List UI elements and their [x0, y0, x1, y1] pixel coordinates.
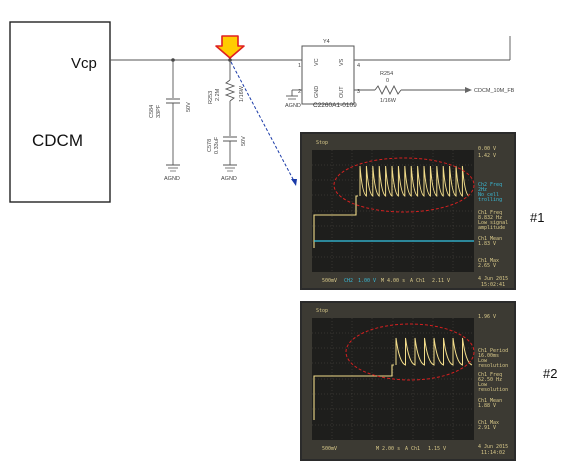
y4-ref: Y4	[323, 39, 330, 45]
scope2-readout-3: resolution	[478, 363, 508, 369]
scope1-state: Stop	[316, 140, 328, 146]
gnd-label-1: AGND	[164, 176, 180, 182]
scope1-highlight-ellipse	[333, 157, 475, 213]
y4-pin-gnd: GND	[314, 86, 320, 98]
scope2-readout-1: 16.00ms	[478, 353, 499, 359]
scope1-time: 15:02:41	[481, 282, 505, 288]
scope2-readout-11: 2.91 V	[478, 425, 496, 431]
y4-pin-3: 3	[357, 89, 360, 95]
scope2-readout-10: Ch1 Max	[478, 420, 499, 426]
scope1-top-right-2: 1.42 V	[478, 153, 496, 159]
scope1-bottom-5: Ch1	[416, 278, 425, 284]
c578-voltage: 50V	[241, 136, 247, 146]
scope1-readout-0: Ch2 Freq	[478, 182, 502, 188]
scope2-state: Stop	[316, 308, 328, 314]
scope2-label: #2	[543, 366, 557, 381]
y4-pin-vc: VC	[314, 58, 320, 66]
scope1-readout-3: trolling	[478, 197, 502, 203]
scope1-date: 4 Jun 2015	[478, 276, 508, 282]
scope2-time: 11:14:02	[481, 450, 505, 456]
y4-pin-4: 4	[357, 63, 360, 69]
scope2-readout-9: 1.88 V	[478, 403, 496, 409]
c578-value: 0.33uF	[214, 136, 220, 154]
scope2-top-right-1: 1.96 V	[478, 314, 496, 320]
scope1-top-right-1: 0.00 V	[478, 146, 496, 152]
r253-power: 1/16W	[239, 85, 245, 102]
gnd-label-3: AGND	[285, 103, 301, 109]
cdcm-block	[9, 21, 111, 203]
y4-part: C2260A1-0109	[313, 102, 357, 109]
scope-screenshot-2: Stop 1.96 V Ch1 Period 16.00ms Low resol…	[300, 301, 516, 461]
scope2-date: 4 Jun 2015	[478, 444, 508, 450]
scope2-readout-7: resolution	[478, 387, 508, 393]
r254-ref: R254	[380, 71, 393, 77]
scope1-label: #1	[530, 210, 544, 225]
scope2-readout-5: 62.50 Hz	[478, 377, 502, 383]
scope-screenshot-1: Stop 0.00 V 1.42 V Ch2 Freq 2Hz No cell …	[300, 132, 516, 290]
scope1-readout-11: 2.65 V	[478, 263, 496, 269]
scope1-readout-8: Ch1 Mean	[478, 236, 502, 242]
r254-value: 0	[386, 78, 389, 84]
scope1-bottom-4: A	[410, 278, 413, 284]
scope1-ch1-trace	[313, 195, 358, 248]
y4-oscillator: Y4 C2260A1-0109 VC VS GND OUT 1 2 3 4 AG…	[285, 36, 511, 109]
r254-power: 1/16W	[380, 98, 397, 104]
y4-pin-out: OUT	[339, 86, 345, 98]
scope1-readout-6: Low signal	[478, 220, 508, 226]
scope1-readout-10: Ch1 Max	[478, 258, 499, 264]
scope1-readout-7: amplitude	[478, 225, 505, 231]
c584-voltage: 50V	[186, 102, 192, 112]
c584-capacitor: C584 33PF 50V AGND	[149, 58, 192, 182]
vcp-net-label: Vcp	[71, 55, 97, 72]
scope2-readout-2: Low	[478, 358, 488, 364]
r254-resistor: R254 0 1/16W CDCM_10M_FB	[374, 71, 515, 104]
scope2-readout-4: Ch1 Freq	[478, 372, 502, 378]
scope1-readout-5: 8.832 Hz	[478, 215, 502, 221]
c584-ref: C584	[149, 105, 155, 118]
scope2-bottom-4: 1.15 V	[428, 446, 446, 452]
y4-pin-vs: VS	[339, 58, 345, 66]
scope1-readout-1: 2Hz	[478, 187, 487, 193]
r253-ref: R253	[208, 91, 214, 104]
probe-point-arrow-icon	[215, 35, 245, 59]
cdcm-10m-fb-label: CDCM_10M_FB	[474, 88, 515, 94]
cdcm-label: CDCM	[32, 131, 83, 150]
scope2-readout-0: Ch1 Period	[478, 348, 508, 354]
scope2-readout-6: Low	[478, 382, 488, 388]
r253-resistor	[224, 79, 236, 102]
c578-ref: C578	[207, 139, 213, 152]
scope1-readout-2: No cell	[478, 192, 499, 198]
c584-value: 33PF	[156, 104, 162, 118]
probe-pointer-dashed-arrow	[230, 61, 297, 186]
scope2-bottom-0: 500mV	[322, 446, 337, 452]
scope2-bottom-1: M 2.00 s	[376, 446, 400, 452]
scope1-bottom-6: 2.11 V	[432, 278, 450, 284]
scope2-bottom-bar: 500mV M 2.00 s A Ch1 1.15 V 4 Jun 2015 1…	[322, 444, 508, 456]
scope2-bottom-2: A	[405, 446, 408, 452]
scope1-bottom-0: 500mV	[322, 278, 337, 284]
scope1-bottom-bar: 500mV CH2 1.00 V M 4.00 s A Ch1 2.11 V 4…	[322, 276, 508, 288]
y4-pin-1: 1	[298, 63, 301, 69]
scope2-spike-train	[395, 337, 473, 366]
scope2-ch1-trace	[313, 364, 394, 420]
scope1-spike-train	[359, 165, 470, 197]
scope2-readouts: Ch1 Period 16.00ms Low resolution Ch1 Fr…	[478, 348, 508, 431]
gnd-label-2: AGND	[221, 176, 237, 182]
scope1-bottom-2: 1.00 V	[358, 278, 376, 284]
scope2-highlight-ellipse	[345, 323, 475, 381]
scope1-bottom-3: M 4.00 s	[381, 278, 405, 284]
scope2-readout-8: Ch1 Mean	[478, 398, 502, 404]
scope1-readout-4: Ch1 Freq	[478, 210, 502, 216]
scope1-readout-9: 1.83 V	[478, 241, 496, 247]
r253-c578-branch: R253 2.2M 1/16W C578 0.33uF 50V AGND	[207, 58, 247, 182]
scope2-bottom-3: Ch1	[411, 446, 420, 452]
r253-value: 2.2M	[215, 88, 221, 101]
scope1-bottom-1: CH2	[344, 278, 353, 284]
y4-pin-2: 2	[298, 89, 301, 95]
scope1-readouts: Ch2 Freq 2Hz No cell trolling Ch1 Freq 8…	[478, 182, 508, 269]
